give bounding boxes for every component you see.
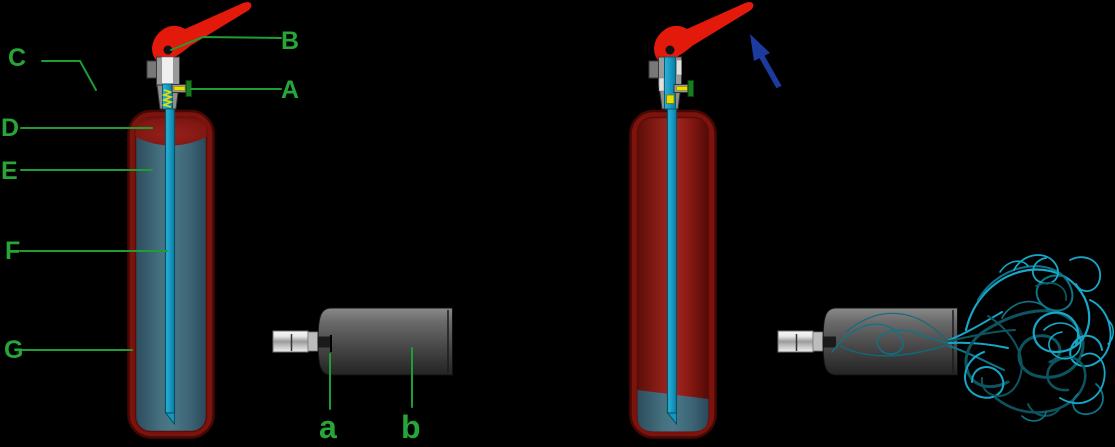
spray-stream [831, 323, 948, 355]
spray-stream [839, 344, 948, 357]
spray-stream [1035, 281, 1067, 301]
siphon-tube-tip [666, 412, 677, 426]
outlet-seal-cap [687, 80, 694, 97]
label-C: C [8, 44, 26, 72]
spray-stream [999, 260, 1029, 273]
valve-seat-open [666, 94, 675, 104]
label-E: E [1, 157, 18, 185]
cartridge-port [823, 336, 836, 348]
internal-streams [831, 312, 948, 357]
valve-assembly-closed [146, 2, 252, 110]
spray-stream [1069, 299, 1112, 367]
spray-stream [964, 268, 1091, 354]
spray-stream [1021, 411, 1047, 422]
spray-stream [1027, 403, 1061, 417]
spray-stream [948, 341, 1009, 349]
spray-stream [948, 345, 1005, 371]
spray-stream [964, 309, 1085, 389]
extinguisher-discharging [629, 2, 782, 439]
spray-stream [845, 312, 948, 342]
label-a: a [319, 409, 337, 445]
leader-C [41, 60, 97, 91]
spray-stream [977, 265, 1074, 312]
label-G: G [4, 336, 23, 364]
cartridge-body [317, 307, 453, 376]
valve-stem-left [658, 77, 665, 92]
cartridge-port [318, 336, 331, 348]
label-D: D [1, 114, 19, 142]
label-A: A [281, 76, 299, 104]
spray-stream [1043, 322, 1082, 360]
spray-stream [948, 311, 1003, 341]
spray-stream [994, 356, 1087, 414]
valve-spring [161, 89, 174, 108]
spray-stream [1013, 254, 1059, 285]
cartridge-stem [777, 330, 814, 353]
extinguisher-charged [127, 2, 252, 439]
valve-stem-right [676, 59, 682, 76]
siphon-tube-tip [164, 412, 175, 426]
spray-stream [1001, 300, 1049, 319]
siphon-tube [666, 99, 678, 414]
spray-stream [1059, 352, 1106, 405]
cartridge-body [822, 307, 958, 376]
spray-stream [1072, 383, 1104, 415]
extinguisher-leader-lines [18, 35, 282, 351]
cartridge-stem [272, 330, 309, 353]
label-F: F [5, 237, 20, 265]
valve-stem [161, 56, 174, 86]
discharge-spray [948, 254, 1114, 422]
outlet-pin [676, 86, 688, 91]
lever-pivot [163, 45, 173, 55]
valve-assembly-open [648, 2, 754, 110]
spray-stream [980, 315, 1023, 397]
siphon-tube [164, 99, 176, 414]
valve-channel-open [664, 56, 676, 110]
lever-pivot [665, 45, 675, 55]
operating-lever [654, 2, 754, 63]
spray-stream [948, 329, 1016, 342]
press-arrow-icon [750, 34, 782, 89]
spray-stream [964, 351, 1005, 399]
spray-stream [1107, 319, 1114, 345]
extinguisher-labels: C B A D E F G [1, 27, 299, 364]
cartridge-discharging [777, 307, 958, 376]
spray-stream [1069, 256, 1101, 292]
cartridge-sealed: a b [272, 307, 453, 445]
label-b: b [401, 409, 421, 445]
leader-B [170, 35, 282, 51]
label-B: B [281, 27, 299, 55]
outlet-pin [173, 86, 186, 91]
